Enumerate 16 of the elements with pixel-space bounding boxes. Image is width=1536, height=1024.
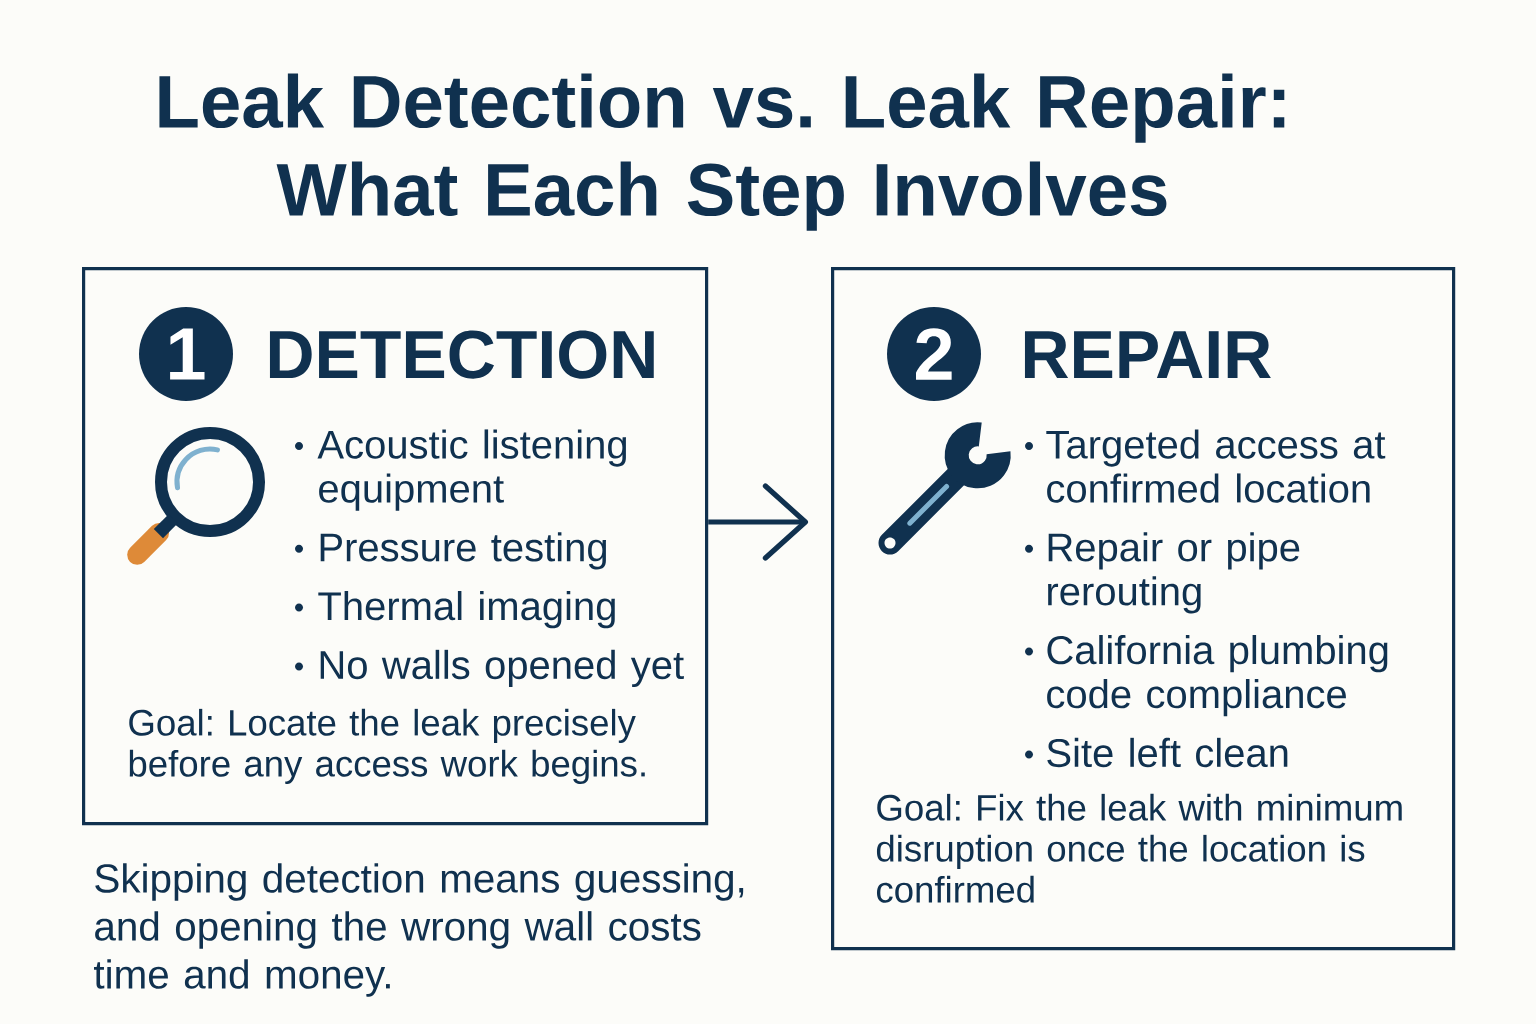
step-heading: REPAIR <box>1024 331 1271 378</box>
bullet-item: Repair or pipe rerouting <box>1048 532 1300 614</box>
title: Leak Detection vs. Leak Repair: What Each Step Involves <box>159 73 1285 231</box>
bullet-item: No walls opened yet <box>320 649 684 688</box>
note-text: Skipping detection means guessing, and opening the wrong wall costs time and money. <box>94 863 744 997</box>
bullet-item: Site left clean <box>1047 737 1288 768</box>
bullet-item: Acoustic listening equipment <box>317 429 627 511</box>
number-badge: 2 <box>887 307 981 401</box>
bullet-item: Pressure testing <box>320 532 607 570</box>
number-badge: 1 <box>139 307 233 401</box>
bullet-item: Thermal imaging <box>318 591 615 629</box>
step-heading: DETECTION <box>269 330 654 379</box>
bullet-item: Targeted access at confirmed location <box>1046 429 1386 503</box>
bullet-item: California plumbing code compliance <box>1047 635 1388 717</box>
goal-text: Goal: Fix the leak with minimum disruption once the location is confirmed <box>876 793 1402 903</box>
goal-text: Goal: Locate the leak precisely before any access work begins. <box>129 708 645 784</box>
